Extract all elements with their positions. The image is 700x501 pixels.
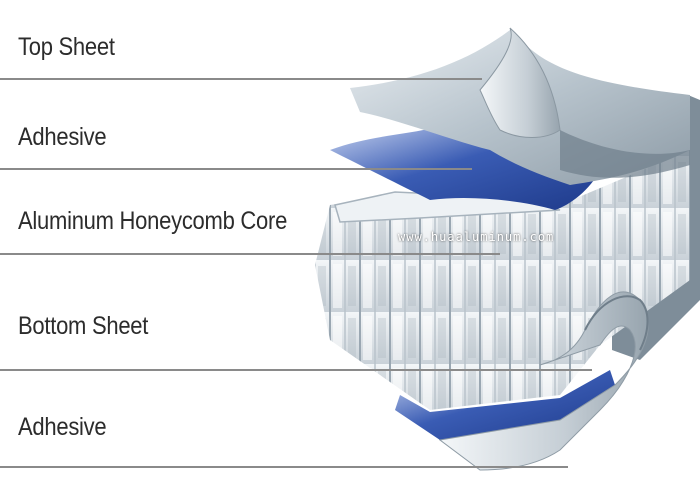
label-honeycomb-core: Aluminum Honeycomb Core xyxy=(18,207,288,235)
top-sheet-shadow xyxy=(560,130,690,178)
label-bottom-sheet: Bottom Sheet xyxy=(18,312,149,340)
bottom-adhesive-layer xyxy=(395,370,615,440)
bottom-sheet-rule xyxy=(0,369,592,371)
top-sheet-rule xyxy=(0,78,482,80)
label-adhesive-upper: Adhesive xyxy=(18,123,107,151)
watermark-url: www.huaaluminum.com xyxy=(398,230,555,244)
bottom-adhesive-rule xyxy=(0,466,568,468)
top-sheet-curl xyxy=(479,27,561,138)
upper-adhesive-layer xyxy=(330,125,600,210)
adhesive-rule xyxy=(0,168,472,170)
label-adhesive-lower: Adhesive xyxy=(18,413,107,441)
core-rule xyxy=(0,253,500,255)
label-top-sheet: Top Sheet xyxy=(18,33,115,61)
bottom-sheet-curl-edge xyxy=(584,295,649,351)
